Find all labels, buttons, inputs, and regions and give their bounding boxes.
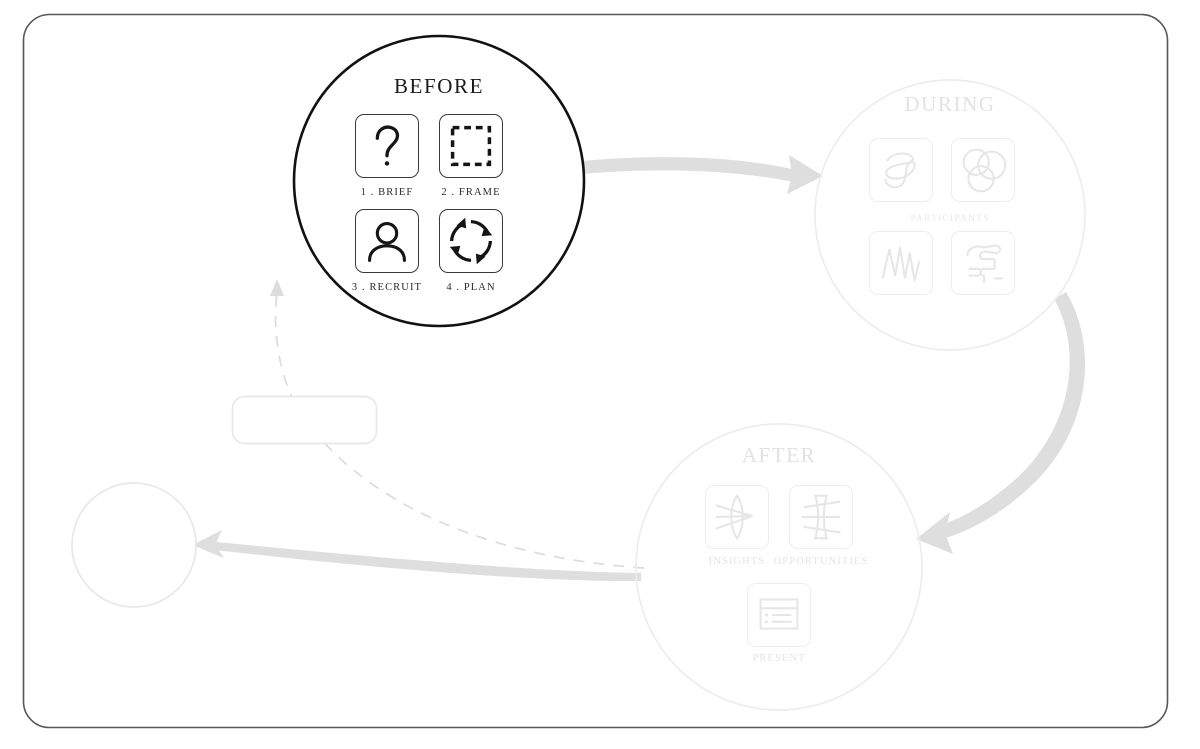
venn-circles-icon — [962, 148, 1007, 193]
circular-arrows-icon — [449, 217, 493, 265]
empty-rounded-rect-placeholder[interactable] — [231, 395, 378, 445]
icon-insights[interactable] — [705, 485, 769, 549]
zigzag-waveform-icon — [881, 246, 921, 282]
connector-after-to-before-dashed — [270, 279, 645, 569]
icon-caption-plan: 4 . PLAN — [446, 282, 496, 293]
icon-frame[interactable] — [439, 114, 503, 178]
connector-during-to-after — [916, 292, 1086, 554]
icon-participants-scribble[interactable] — [869, 138, 933, 202]
maze-path-icon — [966, 244, 1004, 284]
person-icon — [368, 222, 406, 262]
stage-circle-during[interactable] — [814, 79, 1086, 351]
icon-participants-waveform[interactable] — [869, 231, 933, 295]
stage-title-during: DURING — [904, 92, 996, 116]
converging-lens-icon — [715, 493, 753, 541]
icon-caption-insights: INSIGHTS — [708, 556, 766, 567]
empty-circle-placeholder[interactable] — [71, 482, 197, 608]
scribble-loop-icon — [884, 152, 916, 189]
outer-frame — [22, 13, 1169, 729]
diverging-lines-icon — [801, 494, 841, 540]
icon-participants-venn[interactable] — [951, 138, 1015, 202]
icon-caption-brief: 1 . BRIEF — [360, 187, 414, 198]
question-mark-icon — [375, 125, 400, 166]
stage-circle-after[interactable] — [635, 423, 923, 711]
icon-opportunities[interactable] — [789, 485, 853, 549]
stage-mid-caption-participants: PARTICIPANTS — [910, 214, 990, 224]
icon-brief[interactable] — [355, 114, 419, 178]
stage-circle-before[interactable] — [292, 34, 586, 328]
icon-caption-present: PRESENT — [752, 653, 806, 664]
icon-caption-frame: 2 . FRAME — [441, 187, 501, 198]
stage-title-after: AFTER — [741, 443, 817, 467]
icon-plan[interactable] — [439, 209, 503, 273]
slide-deck-icon — [759, 598, 799, 630]
icon-caption-recruit: 3 . RECRUIT — [351, 282, 423, 293]
icon-caption-opportunities: OPPORTUNITIES — [773, 556, 869, 567]
dashed-square-icon — [450, 125, 492, 167]
icon-present[interactable] — [747, 583, 811, 647]
connector-before-to-during — [582, 155, 823, 194]
icon-recruit[interactable] — [355, 209, 419, 273]
icon-participants-maze[interactable] — [951, 231, 1015, 295]
stage-title-before: BEFORE — [393, 74, 485, 98]
connector-after-to-circle — [192, 530, 641, 582]
